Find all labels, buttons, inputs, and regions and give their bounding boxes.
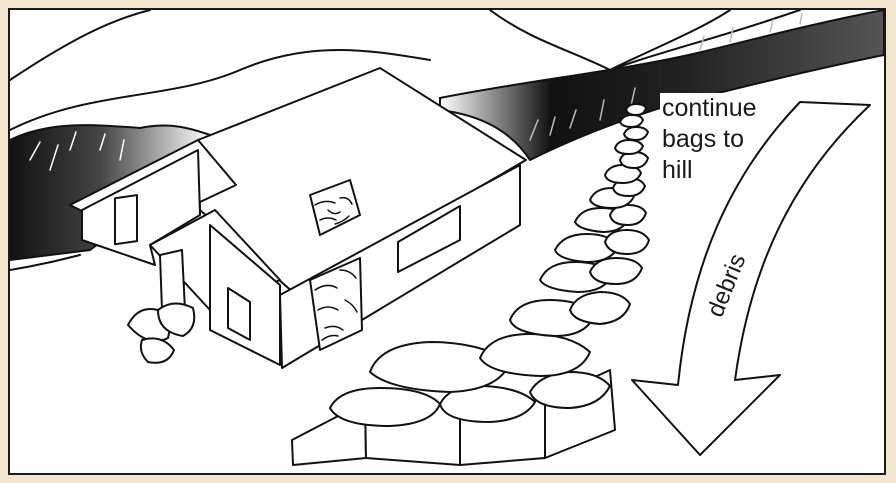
label-line-2: bags to bbox=[660, 124, 746, 155]
illustration-panel: continue bags to hill debris bbox=[8, 8, 886, 475]
label-line-1: continue bbox=[660, 93, 759, 124]
continue-bags-label: continue bags to hill bbox=[660, 93, 800, 186]
sandbag-wall-illustration bbox=[10, 10, 884, 473]
label-line-3: hill bbox=[660, 155, 695, 186]
